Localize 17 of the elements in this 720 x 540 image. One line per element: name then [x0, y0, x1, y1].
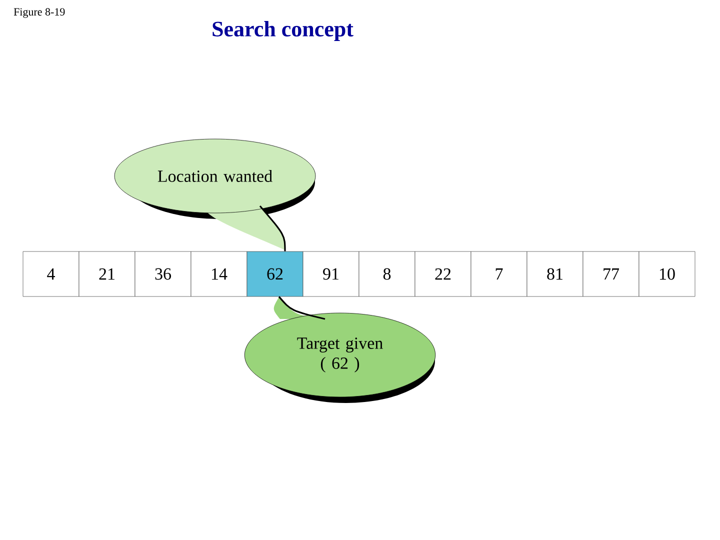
title: Search concept — [212, 21, 354, 41]
array-cell: 4 — [22, 251, 80, 297]
array-cell: 36 — [134, 251, 192, 297]
array-cell: 8 — [358, 251, 416, 297]
array-cell: 14 — [190, 251, 248, 297]
speech-bubble: Target given ( 62 ) — [244, 297, 436, 403]
array-cell: 62 — [246, 251, 304, 297]
array-cell: 21 — [78, 251, 136, 297]
figure-label: Figure 8-19 — [14, 8, 65, 18]
array-cell: 91 — [302, 251, 360, 297]
array-cell: 77 — [582, 251, 640, 297]
array-cell: 10 — [638, 251, 696, 297]
callout-tail — [259, 205, 286, 252]
array-cell: 7 — [470, 251, 528, 297]
array-cell: 81 — [526, 251, 584, 297]
array-cell: 22 — [414, 251, 472, 297]
speech-bubble: Location wanted — [114, 138, 316, 250]
